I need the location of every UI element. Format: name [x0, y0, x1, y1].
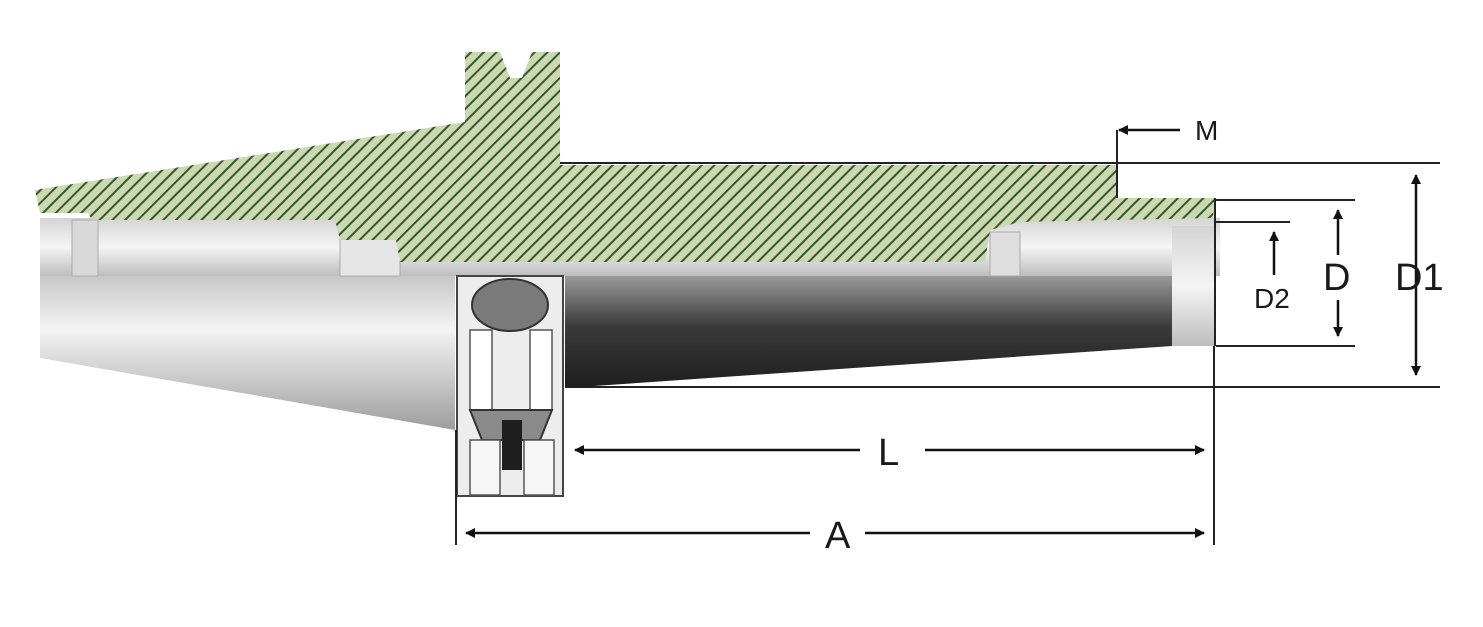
taper-shank: [40, 276, 455, 430]
dimension-lines: [455, 125, 1440, 545]
label-m: M: [1195, 115, 1218, 146]
label-d: D: [1323, 257, 1350, 299]
label-a: A: [825, 515, 851, 557]
bore-ring-right: [989, 231, 1021, 277]
v-groove-core: [502, 420, 522, 470]
flange-foot-right: [523, 439, 555, 496]
front-ring: [1172, 226, 1216, 346]
label-l: L: [878, 432, 899, 474]
flange-foot-left: [469, 439, 501, 496]
flange-keyway-right: [529, 329, 553, 411]
label-d1: D1: [1395, 257, 1444, 299]
label-d2: D2: [1254, 283, 1290, 314]
bore-ring-left: [71, 219, 99, 277]
drive-flange: [456, 275, 564, 497]
tool-bore: [565, 276, 1172, 388]
flange-keyway-left: [469, 329, 493, 411]
hatched-section: [35, 52, 1215, 262]
flange-drive-slot: [471, 278, 549, 332]
